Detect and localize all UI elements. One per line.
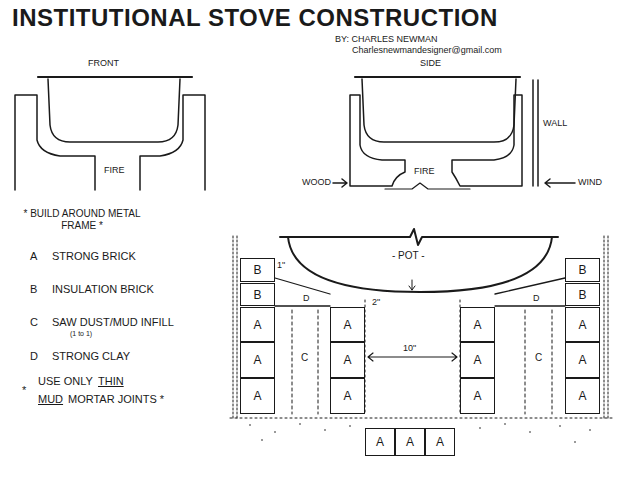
wall-label: WALL [543,118,567,128]
insulation-brick: B [240,283,275,306]
strong-brick: A [565,342,600,378]
key-letter: C [30,316,38,329]
strong-brick: A [425,428,455,456]
insulation-brick: B [565,258,600,282]
brick-letter: A [343,389,351,403]
wood-label: WOOD [302,177,331,187]
strong-brick: A [460,378,495,414]
region-letter: D [303,293,310,303]
note: MORTAR JOINTS * [68,393,164,406]
strong-brick: A [240,342,275,378]
brick-letter: A [436,435,444,449]
note: * BUILD AROUND METAL FRAME * [22,208,142,231]
cross-section [230,229,612,443]
key-letter: B [30,283,37,296]
strong-brick: A [330,342,365,378]
brick-letter: A [473,318,481,332]
note: MUD [38,393,63,406]
dimension: 2" [372,297,380,307]
title: INSTITUTIONAL STOVE CONSTRUCTION [12,4,498,32]
insulation-brick: B [240,258,275,282]
brick-letter: A [578,353,586,367]
strong-brick: A [330,307,365,342]
brick-letter: A [578,318,586,332]
dimension: 10" [401,343,418,353]
fire-label: FIRE [104,165,125,175]
note: * [22,384,26,397]
brick-letter: A [343,353,351,367]
key-text: INSULATION BRICK [52,283,154,296]
strong-brick: A [240,378,275,414]
strong-brick: A [565,307,600,342]
author-credit: BY: CHARLES NEWMAN [335,34,438,44]
brick-letter: A [578,389,586,403]
dimension: 1" [277,260,285,270]
brick-letter: A [253,318,261,332]
brick-letter: B [253,288,261,302]
strong-brick: A [365,428,395,456]
view-title: SIDE [420,58,441,68]
front-view [15,77,205,190]
region-letter: C [301,352,308,364]
fire-label: FIRE [414,166,435,176]
brick-letter: A [343,318,351,332]
brick-letter: B [253,263,261,277]
strong-brick: A [240,307,275,342]
brick-letter: A [406,435,414,449]
side-view [333,77,575,189]
key-text: STRONG CLAY [52,350,130,363]
brick-letter: A [473,389,481,403]
note: USE ONLY [38,375,93,388]
region-letter: D [533,293,540,303]
key-text: SAW DUST/MUD INFILL [52,316,174,329]
key-text: (1 to 1) [70,330,92,338]
view-title: FRONT [88,58,119,68]
wind-label: WIND [578,177,602,187]
strong-brick: A [460,307,495,342]
insulation-brick: B [565,283,600,306]
key-letter: A [30,250,37,263]
key-letter: D [30,350,38,363]
key-text: STRONG BRICK [52,250,136,263]
note: THIN [98,375,124,388]
brick-letter: A [253,353,261,367]
strong-brick: A [460,342,495,378]
brick-letter: A [473,353,481,367]
strong-brick: A [565,378,600,414]
strong-brick: A [330,378,365,414]
brick-letter: A [376,435,384,449]
brick-letter: B [578,263,586,277]
strong-brick: A [395,428,425,456]
brick-letter: A [253,389,261,403]
pot-label: - POT - [392,250,425,262]
email: Charlesnewmandesigner@gmail.com [352,45,502,55]
region-letter: C [535,352,542,364]
brick-letter: B [578,288,586,302]
